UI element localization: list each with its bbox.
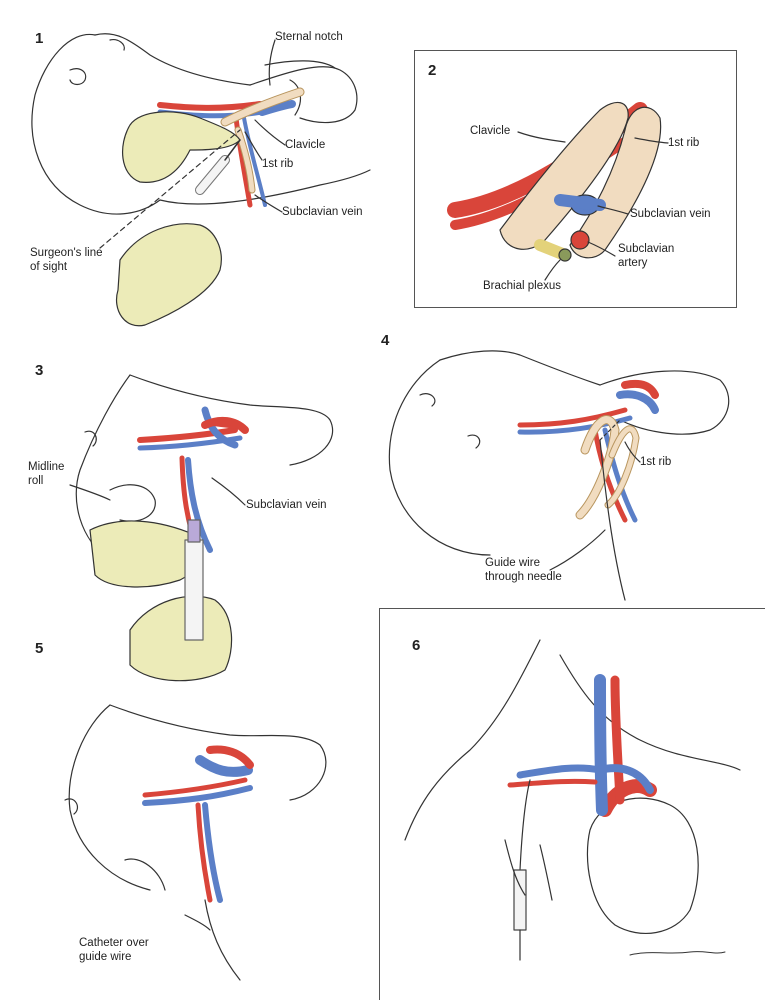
line-of-sight-label: Surgeon's line of sight (30, 247, 103, 273)
first-rib-label: 1st rib (262, 158, 294, 170)
catheter-label: Catheter over guide wire (79, 937, 149, 963)
panel-6-number: 6 (412, 637, 421, 654)
subclavian-vein-label: Subclavian vein (630, 208, 711, 220)
subclavian-vein-label: Subclavian vein (246, 499, 327, 511)
clavicle-label: Clavicle (470, 125, 511, 137)
midline-roll-label: Midline roll (28, 461, 65, 487)
panel-5-number: 5 (35, 640, 44, 657)
panel-2-number: 2 (428, 62, 437, 79)
first-rib-label: 1st rib (640, 456, 672, 468)
guide-wire-label: Guide wire through needle (485, 557, 562, 583)
panel-4-number: 4 (381, 332, 390, 349)
panel-4-drawing (388, 350, 730, 601)
subclavian-artery-label: Subclavian artery (618, 243, 675, 269)
panel-3-number: 3 (35, 362, 44, 379)
panel-6-drawing (404, 639, 741, 961)
panel-3-drawing (69, 374, 334, 682)
subclavian-vein-label: Subclavian vein (282, 206, 363, 218)
panel-5-drawing (64, 704, 327, 981)
panel-2-drawing (447, 101, 669, 281)
panel-1-drawing (31, 33, 371, 327)
panel-1-number: 1 (35, 30, 44, 47)
panel-2-frame (414, 50, 737, 308)
first-rib-label: 1st rib (668, 137, 700, 149)
sternal-notch-label: Sternal notch (275, 31, 343, 43)
panel-6-frame (379, 608, 765, 1000)
brachial-plexus-label: Brachial plexus (483, 280, 561, 292)
clavicle-label: Clavicle (285, 139, 326, 151)
